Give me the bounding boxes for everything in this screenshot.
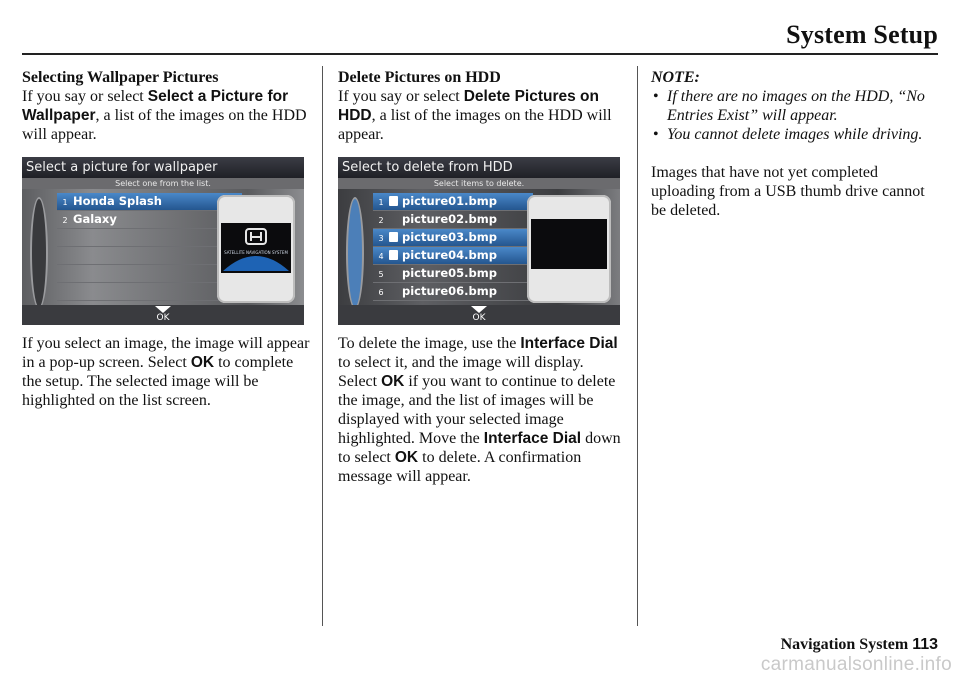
trash-icon <box>389 232 398 242</box>
note-item: If there are no images on the HDD, “No E… <box>651 87 936 125</box>
column-wallpaper: Selecting Wallpaper Pictures If you say … <box>22 68 310 410</box>
section-heading: Delete Pictures on HDD <box>338 69 501 86</box>
ok-button: OK <box>471 306 487 323</box>
dial-arc <box>30 197 48 309</box>
trash-icon <box>389 196 398 206</box>
trash-icon <box>389 250 398 260</box>
paragraph: To delete the image, use the Interface D… <box>338 335 621 485</box>
screen-title: Select to delete from HDD <box>338 157 620 178</box>
paragraph: If you say or select Select a Picture fo… <box>22 88 307 143</box>
image-preview <box>527 195 611 303</box>
column-delete: Delete Pictures on HDD If you say or sel… <box>338 68 624 486</box>
note-item: You cannot delete images while driving. <box>651 125 936 144</box>
paragraph: If you say or select Delete Pictures on … <box>338 88 612 143</box>
watermark: carmanualsonline.info <box>760 654 952 675</box>
column-divider <box>322 66 323 626</box>
delete-screenshot: Select to delete from HDD Select items t… <box>338 157 620 325</box>
screen-subtitle: Select items to delete. <box>338 178 620 189</box>
dial-arc <box>346 197 364 309</box>
screen-title: Select a picture for wallpaper <box>22 157 304 178</box>
paragraph: Images that have not yet completed uploa… <box>651 164 925 219</box>
note-heading: NOTE: <box>651 69 700 86</box>
image-preview: SATELLITE NAVIGATION SYSTEM <box>217 195 295 303</box>
page-title: System Setup <box>786 20 938 49</box>
ok-button: OK <box>155 306 171 323</box>
note-list: If there are no images on the HDD, “No E… <box>651 87 936 144</box>
page-number: 113 <box>912 636 938 653</box>
column-notes: NOTE: If there are no images on the HDD,… <box>651 68 936 220</box>
screen-subtitle: Select one from the list. <box>22 178 304 189</box>
ui-term: Delete Pictures on HDD <box>338 88 599 124</box>
wallpaper-screenshot: Select a picture for wallpaper Select on… <box>22 157 304 325</box>
column-divider <box>637 66 638 626</box>
paragraph: If you select an image, the image will a… <box>22 335 310 409</box>
ui-term: Select a Picture for Wallpaper <box>22 88 289 124</box>
svg-text:SATELLITE NAVIGATION SYSTEM: SATELLITE NAVIGATION SYSTEM <box>224 250 288 255</box>
honda-logo-icon: SATELLITE NAVIGATION SYSTEM <box>223 228 289 271</box>
section-heading: Selecting Wallpaper Pictures <box>22 69 219 86</box>
header-rule <box>22 53 938 55</box>
